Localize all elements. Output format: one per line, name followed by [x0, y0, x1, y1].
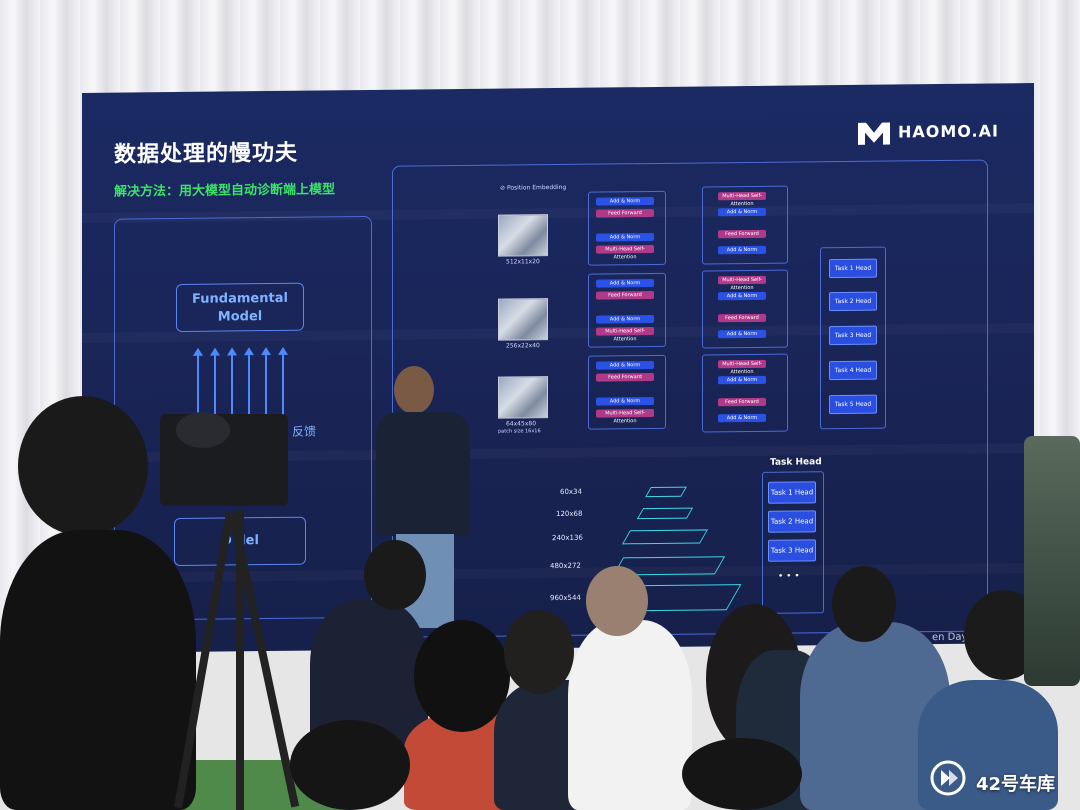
encoder-block: Multi-Head Self-Attention [596, 326, 654, 342]
brand-name: HAOMO.AI [898, 121, 999, 142]
pyramid-label-5: 960x544 [550, 593, 581, 603]
encoder-block: Feed Forward [596, 290, 654, 300]
bottom-task-head-2: Task 2 Head [768, 510, 816, 533]
audience-member [568, 620, 692, 810]
slide-title: 数据处理的慢功夫 [114, 140, 299, 168]
haomo-logo-icon [858, 122, 890, 145]
patch-size-label: patch size 16x16 [498, 428, 541, 435]
more-heads-ellipsis: • • • [778, 571, 800, 582]
encoder-block: Add & Norm [596, 278, 654, 288]
input-image-3 [498, 376, 548, 419]
task-head-3: Task 3 Head [829, 325, 877, 346]
encoder-block: Multi-Head Self-Attention [596, 244, 654, 260]
audience-head [682, 738, 802, 810]
audience-head [290, 720, 410, 810]
encoder-block: Multi-Head Self-Attention [596, 408, 654, 424]
garage42-logo-icon [930, 760, 966, 796]
resolution-label-1: 512x11x20 [506, 258, 540, 266]
input-image-2 [498, 298, 548, 341]
audience-head [586, 566, 648, 636]
decoder-block: Add & Norm [718, 291, 766, 301]
decoder-block: Feed Forward [718, 313, 766, 323]
decoder-block: Multi-Head Self-Attention [718, 275, 766, 291]
pyramid-label-1: 60x34 [560, 487, 582, 496]
task-head-4: Task 4 Head [829, 360, 877, 381]
audience-head [364, 540, 426, 610]
bottom-task-head-1: Task 1 Head [768, 481, 816, 504]
task-head-title: Task Head [770, 457, 822, 468]
decoder-block: Feed Forward [718, 229, 766, 239]
pyramid-level-2 [636, 507, 694, 520]
tripod-leg [236, 510, 244, 810]
decoder-block: Add & Norm [718, 329, 766, 339]
encoder-block: Add & Norm [596, 232, 654, 242]
pyramid-label-2: 120x68 [556, 509, 583, 519]
task-head-5: Task 5 Head [829, 394, 877, 415]
encoder-block: Feed Forward [596, 372, 654, 382]
decoder-block: Multi-Head Self-Attention [718, 359, 766, 375]
task-head-1: Task 1 Head [829, 258, 877, 279]
camera-lens [176, 412, 230, 448]
decoder-block: Feed Forward [718, 397, 766, 407]
encoder-block: Feed Forward [596, 208, 654, 218]
fundamental-model-box: Fundamental Model [176, 282, 304, 333]
cameraman-head [18, 396, 148, 536]
decoder-block: Add & Norm [718, 375, 766, 385]
encoder-block: Add & Norm [596, 360, 654, 370]
cameraman-body [0, 530, 196, 810]
audience-head [832, 566, 896, 642]
presenter-head [394, 366, 434, 414]
resolution-label-3: 64x45x80 [506, 420, 537, 428]
presenter-torso [376, 412, 470, 536]
audience-head [414, 620, 510, 732]
pyramid-label-3: 240x136 [552, 533, 583, 543]
encoder-block: Add & Norm [596, 196, 654, 206]
encoder-block: Add & Norm [596, 396, 654, 406]
pyramid-label-4: 480x272 [550, 561, 581, 571]
bottom-task-head-3: Task 3 Head [768, 539, 816, 562]
decoder-block: Add & Norm [718, 245, 766, 255]
encoder-block: Add & Norm [596, 314, 654, 324]
pyramid-level-3 [621, 529, 709, 545]
robot-machine [1024, 436, 1080, 686]
feedback-label: 反馈 [292, 424, 317, 439]
decoder-block: Add & Norm [718, 207, 766, 217]
position-embedding-label: ⊘ Position Embedding [500, 183, 567, 192]
resolution-label-2: 256x22x40 [506, 342, 540, 350]
decoder-block: Multi-Head Self-Attention [718, 191, 766, 207]
pyramid-level-1 [645, 486, 687, 498]
audience-head [504, 610, 574, 694]
slide-subtitle: 解决方法：用大模型自动诊断端上模型 [114, 182, 336, 200]
decoder-block: Add & Norm [718, 413, 766, 423]
projection-screen: 数据处理的慢功夫 解决方法：用大模型自动诊断端上模型 HAOMO.AI Fund… [82, 83, 1034, 653]
watermark-text: 42号车库 [976, 774, 1056, 795]
audience-member [918, 680, 1058, 810]
position-embedding-icon: ⊘ [500, 184, 506, 192]
input-image-1 [498, 214, 548, 257]
task-head-2: Task 2 Head [829, 291, 877, 312]
